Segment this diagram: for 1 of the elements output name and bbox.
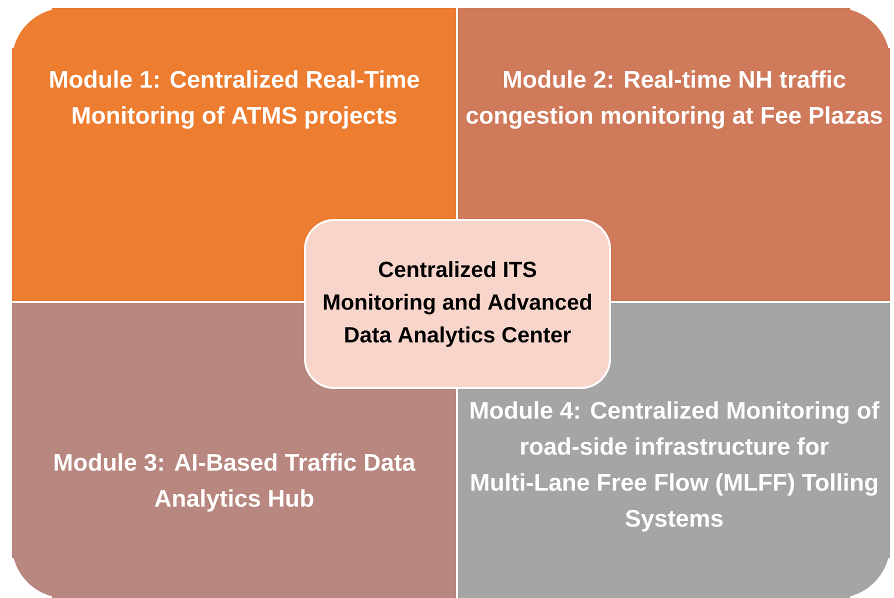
center-box: Centralized ITS Monitoring and Advanced Data Analytics Center: [304, 219, 611, 389]
